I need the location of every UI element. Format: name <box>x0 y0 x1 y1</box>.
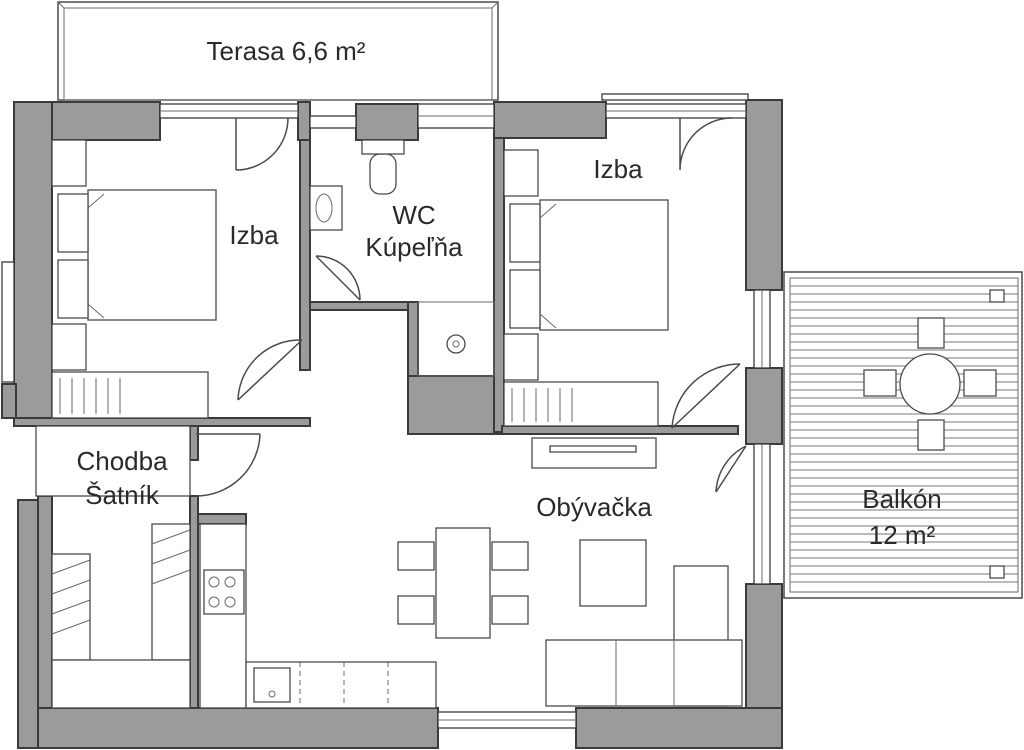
label-balkon-area: 12 m² <box>869 520 936 550</box>
corridor-furniture <box>35 425 191 709</box>
room-labels: Terasa 6,6 m² Izba Izba WC Kúpeľňa Chodb… <box>76 36 941 550</box>
left-bedroom-furniture <box>51 139 217 419</box>
balkon-area <box>783 271 1023 599</box>
kitchen <box>199 523 437 709</box>
windows <box>1 93 771 729</box>
label-wc: WC <box>392 200 435 230</box>
balcony-table-set <box>863 317 997 451</box>
living-room-furniture <box>397 437 743 707</box>
label-chodba: Chodba <box>76 446 168 476</box>
label-izba-left: Izba <box>229 220 279 250</box>
label-balkon: Balkón <box>862 484 942 514</box>
label-satnik: Šatník <box>85 480 160 510</box>
label-obyvacka: Obývačka <box>536 492 652 522</box>
terasa-area <box>57 1 499 101</box>
label-kupelna: Kúpeľňa <box>365 232 463 262</box>
label-izba-right: Izba <box>593 154 643 184</box>
bathroom-fixtures <box>309 139 495 377</box>
doors <box>195 117 747 497</box>
right-bedroom-furniture <box>503 149 669 427</box>
label-terasa: Terasa 6,6 m² <box>207 36 366 66</box>
